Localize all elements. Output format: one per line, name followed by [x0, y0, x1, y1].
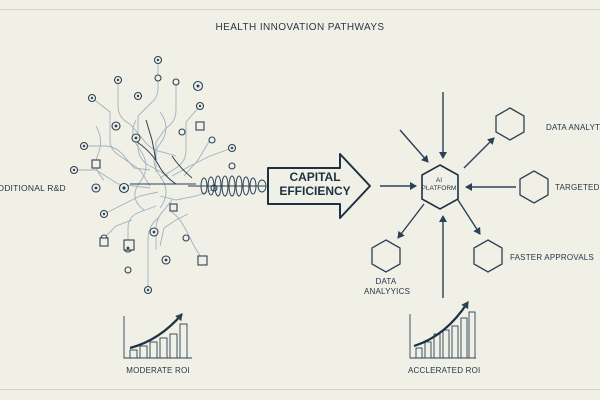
targeted-label: TARGETED TH [555, 183, 600, 192]
accelerated-roi-label: ACCLERATED ROI [408, 366, 481, 375]
faster-approvals-label: FASTER APPROVALS [510, 253, 594, 262]
capital-efficiency-label: CAPITAL EFFICIENCY [270, 170, 360, 198]
data-analytics-bottom-hexagon [371, 239, 401, 273]
moderate-roi-trend-arrow [129, 313, 183, 350]
ai-platform-hexagon [421, 164, 459, 210]
bottom-rule [0, 389, 600, 390]
rnd-label: ADDITIONAL R&D [0, 183, 66, 193]
data-analytics-top-hexagon [495, 107, 525, 141]
analyyics-line: ANALYYICS [364, 287, 411, 296]
platform-line: PLATFORM [421, 185, 457, 192]
moderate-roi-chart [123, 316, 192, 359]
data-analytics-bottom-label: DATA ANALYYICS [364, 277, 411, 297]
faster-approvals-hexagon [473, 239, 503, 273]
moderate-roi-label: MODERATE ROI [126, 366, 190, 375]
rnd-flow-lines [130, 119, 196, 185]
data-analytics-top-label: DATA ANALYTICS [546, 123, 600, 132]
rnd-dots [72, 58, 234, 292]
top-rule [0, 9, 600, 10]
targeted-hexagon [519, 170, 549, 204]
efficiency-line: EFFICIENCY [279, 184, 351, 198]
ai-line: AI [435, 177, 443, 184]
accelerated-roi-chart [409, 311, 476, 359]
rnd-network [74, 60, 233, 290]
data-line: DATA [375, 277, 397, 286]
rnd-nodes [69, 55, 237, 295]
capital-efficiency-arrow [267, 153, 371, 219]
ai-platform-label: AI PLATFORM [419, 177, 459, 193]
capital-line: CAPITAL [289, 170, 341, 184]
hub-arrows [380, 92, 516, 298]
coil-spring [188, 175, 267, 197]
page-title: HEALTH INNOVATION PATHWAYS [215, 22, 385, 33]
accelerated-roi-trend-arrow [413, 301, 469, 348]
